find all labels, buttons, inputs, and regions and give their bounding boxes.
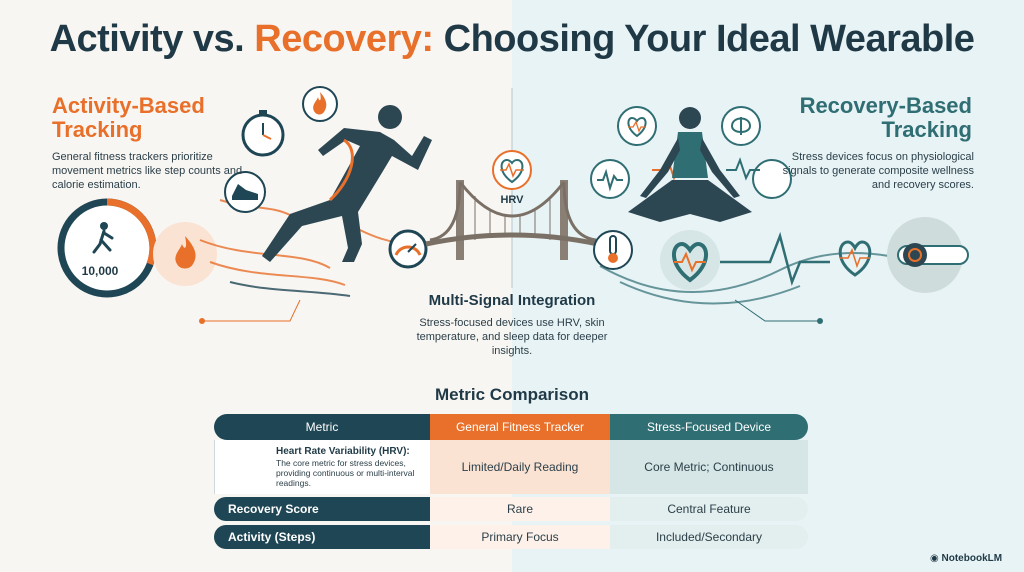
smartwatch-icon [887, 217, 969, 293]
steps-count: 10,000 [81, 264, 119, 278]
hrv-metric-text: Heart Rate Variability (HRV): The core m… [276, 446, 428, 488]
comparison-title: Metric Comparison [435, 385, 589, 404]
heart-rate-icon [660, 230, 720, 290]
gauge-icon [388, 229, 428, 269]
activity-steps-metric: Activity (Steps) [214, 525, 430, 549]
ecg-line [720, 231, 830, 286]
integration-description: Stress-focused devices use HRV, skin tem… [416, 317, 608, 357]
activity-stress-value: Included/Secondary [610, 525, 808, 549]
bridge-hrv-label: HRV [500, 194, 524, 206]
recovery-description: Stress devices focus on physiological si… [782, 151, 974, 191]
title-part-rest: Choosing Your Ideal Wearable [433, 18, 975, 60]
steps-ring-icon [57, 198, 157, 298]
hrv-fitness-value: Limited/Daily Reading [430, 440, 610, 494]
stopwatch-icon [241, 110, 285, 157]
bridge-icon [425, 180, 599, 260]
activity-fitness-value: Primary Focus [430, 525, 610, 549]
recovery-score-metric: Recovery Score [214, 497, 430, 521]
recovery-fitness-value: Rare [430, 497, 610, 521]
title-part-activity: Activity vs. [49, 18, 255, 60]
hrv-stress-value: Core Metric; Continuous [610, 440, 808, 494]
thermometer-icon [593, 230, 633, 270]
table-row-hrv-metric-cell [214, 440, 431, 494]
connector-lines [199, 268, 823, 324]
recovery-title: Recovery-Based Tracking [799, 93, 972, 142]
calorie-icon [302, 86, 338, 122]
brain-icon [721, 106, 761, 146]
header-stress-device: Stress-Focused Device [610, 414, 808, 440]
pulse-wave-icon [590, 159, 630, 199]
activity-description: General fitness trackers prioritize move… [52, 151, 243, 191]
title-part-recovery: Recovery: [254, 18, 434, 60]
page-title: Activity vs. Recovery: Choosing Your Ide… [0, 18, 1024, 61]
hrv-metric-desc: The core metric for stress devices, prov… [276, 458, 415, 488]
brand-text: NotebookLM [941, 553, 1003, 564]
runner-figure [262, 105, 432, 262]
header-metric: Metric [214, 414, 430, 440]
brand-logo-icon: ◉ [930, 553, 942, 564]
recovery-stress-value: Central Feature [610, 497, 808, 521]
runner-accent [328, 138, 354, 202]
activity-title: Activity-Based Tracking [52, 93, 205, 142]
recovery-swooshes [599, 252, 901, 305]
sleep-icon [752, 159, 792, 199]
brand-label: ◉ NotebookLM [930, 553, 1002, 564]
hrv-metric-name: Heart Rate Variability (HRV): [276, 446, 410, 457]
flame-icon [153, 222, 217, 286]
hrv-heart-icon [492, 150, 532, 190]
header-fitness-tracker: General Fitness Tracker [430, 414, 610, 440]
meditating-figure [628, 107, 752, 222]
heart-outline-icon [838, 240, 872, 277]
heart-monitor-icon [617, 106, 657, 146]
integration-title: Multi-Signal Integration [428, 292, 596, 309]
shoe-icon [224, 171, 266, 213]
pulse-line-right [726, 157, 760, 181]
